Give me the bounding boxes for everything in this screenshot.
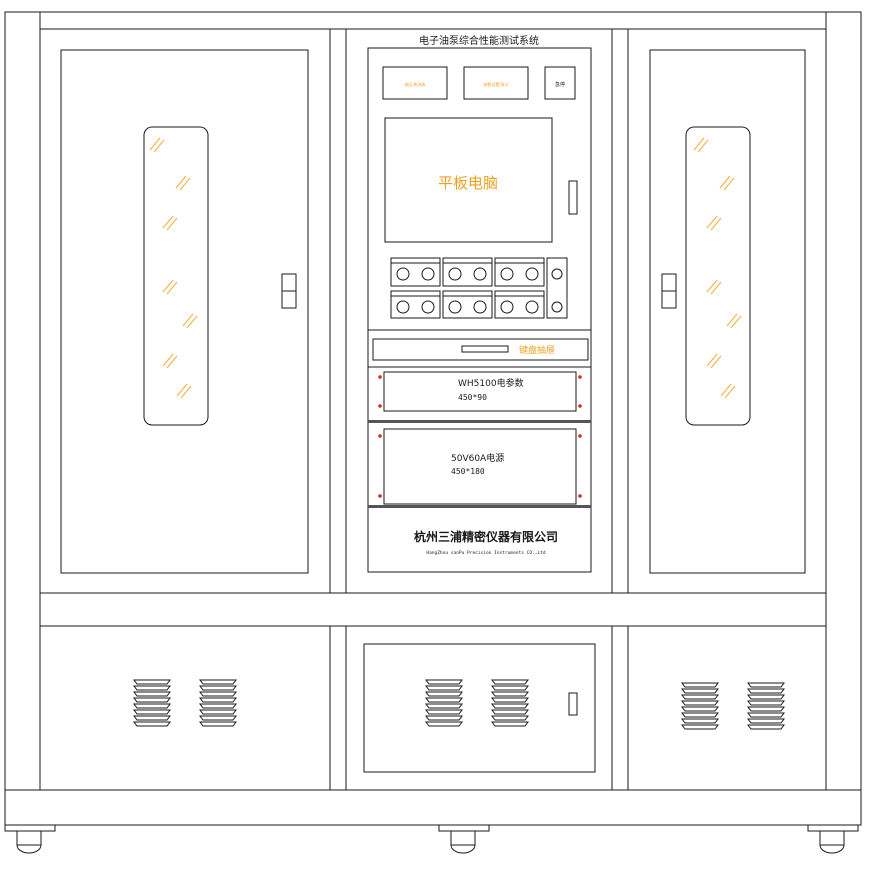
breaker-row-1 (390, 257, 568, 319)
vent-slat (199, 691, 237, 697)
caster-center (438, 824, 490, 854)
vent-slat (491, 721, 529, 727)
vent-slat (747, 682, 785, 688)
keyboard-drawer-handle (461, 345, 509, 353)
power-supply-instrument (383, 428, 577, 505)
keyboard-label: 键盘抽屉 (519, 344, 555, 356)
vent-slat (491, 691, 529, 697)
vent-slat (199, 715, 237, 721)
vent-slat (425, 709, 463, 715)
right-glass-marks (693, 137, 742, 399)
lower-right-panel (681, 682, 785, 730)
vent-slat (491, 679, 529, 685)
vent-slat (681, 706, 719, 712)
vent-slat (681, 688, 719, 694)
vent-slat (681, 712, 719, 718)
keyboard-drawer (372, 338, 589, 361)
left-door (60, 49, 309, 574)
vent-slat (681, 718, 719, 724)
vent-slat (425, 685, 463, 691)
center-console: 电子油泵综合性能测试系统 电压/电流表 参数设置/显示 急停 平板电脑 (367, 34, 592, 573)
vent-slat (199, 709, 237, 715)
instrument-2-name: 50V60A电源 (451, 452, 504, 464)
wh5100-instrument (383, 371, 577, 412)
panel-button-label-1: 参数设置/显示 (483, 81, 508, 87)
company-name-cn: 杭州三浦精密仪器有限公司 (414, 529, 558, 544)
vent-slat (199, 697, 237, 703)
vent-grille (491, 679, 529, 727)
vent-slat (491, 709, 529, 715)
vent-slat (199, 685, 237, 691)
vent-slat (747, 724, 785, 730)
vent-slat (491, 685, 529, 691)
caster-right (807, 824, 859, 854)
vent-slat (133, 697, 171, 703)
vent-slat (425, 697, 463, 703)
left-door-window (143, 126, 209, 426)
vent-slat (425, 679, 463, 685)
vent-slat (491, 703, 529, 709)
right-door-window (685, 126, 751, 426)
vent-slat (491, 715, 529, 721)
tablet-screen (384, 117, 553, 243)
vent-slat (747, 712, 785, 718)
vent-grille (747, 682, 785, 730)
vent-slat (425, 715, 463, 721)
vent-slat (199, 703, 237, 709)
cabinet-frame (4, 11, 862, 826)
breaker-row-2 (390, 290, 545, 319)
vent-slat (681, 700, 719, 706)
vent-slat (747, 694, 785, 700)
vent-grille (425, 679, 463, 727)
vent-slat (199, 721, 237, 727)
meter-panel (382, 66, 448, 100)
emergency-stop-panel (544, 66, 576, 100)
vent-slat (425, 721, 463, 727)
vent-slat (133, 703, 171, 709)
vent-slat (133, 715, 171, 721)
vent-grille (199, 679, 237, 727)
vent-slat (681, 694, 719, 700)
panel-button-label-2: 急停 (555, 81, 565, 88)
vent-slat (747, 688, 785, 694)
vent-slat (681, 682, 719, 688)
lower-door-handle (568, 692, 578, 716)
vent-slat (133, 691, 171, 697)
vent-slat (133, 679, 171, 685)
instrument-2-size: 450*180 (451, 467, 485, 476)
vent-slat (747, 700, 785, 706)
vent-slat (133, 721, 171, 727)
left-glass-marks (149, 137, 198, 399)
vent-slat (133, 709, 171, 715)
lower-center-door (363, 643, 596, 773)
vent-slat (199, 679, 237, 685)
system-title: 电子油泵综合性能测试系统 (419, 34, 539, 47)
vent-slat (133, 685, 171, 691)
vent-slat (425, 691, 463, 697)
vent-slat (747, 718, 785, 724)
console-door-handle (568, 180, 578, 215)
panel-button-label-0: 电压/电流表 (404, 81, 425, 87)
tablet-label: 平板电脑 (438, 174, 498, 192)
instrument-1-size: 450*90 (458, 393, 487, 402)
vent-grille (133, 679, 171, 727)
right-door (649, 49, 806, 574)
vent-slat (681, 724, 719, 730)
vent-slat (425, 703, 463, 709)
company-name-en: HangZhou sanPu Precision Instruments CO.… (426, 550, 545, 556)
vent-slat (747, 706, 785, 712)
caster-left (4, 824, 56, 854)
settings-panel (463, 66, 529, 100)
vent-grille (681, 682, 719, 730)
instrument-1-name: WH5100电参数 (458, 377, 524, 389)
vent-slat (491, 697, 529, 703)
lower-left-panel (133, 679, 237, 727)
